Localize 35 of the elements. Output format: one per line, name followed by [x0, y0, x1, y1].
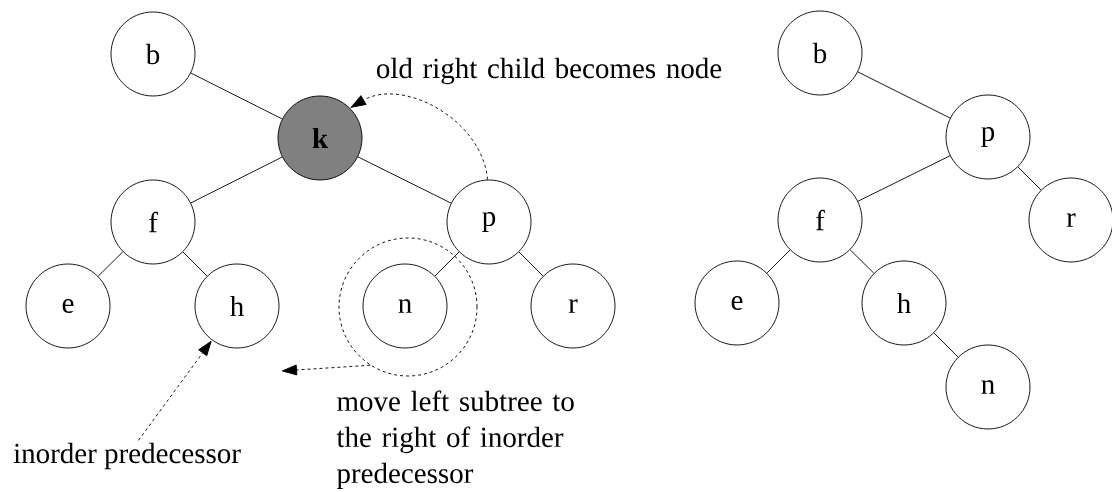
tree-node: f: [777, 177, 863, 263]
tree-edge: [1017, 166, 1042, 191]
tree-edge: [190, 72, 283, 120]
arrow: [281, 364, 371, 376]
tree-edge: [933, 332, 959, 358]
tree-edge: [182, 251, 208, 277]
arrow: [138, 340, 212, 441]
annotation-text: move left subtree to the right of inorder predecessor: [336, 390, 574, 490]
tree-node: h: [861, 260, 947, 346]
tree-edge: [97, 251, 124, 277]
tree-edge: [357, 156, 452, 204]
tree-node: h: [194, 263, 280, 349]
tree-node: e: [25, 263, 111, 349]
tree-edge: [434, 251, 460, 277]
tree-edge: [518, 251, 544, 277]
tree-edge: [766, 249, 791, 274]
tree-edge: [849, 249, 875, 274]
tree-node: r: [530, 263, 616, 349]
tree-edge: [190, 156, 283, 204]
tree-node: p: [945, 94, 1031, 180]
annotation-text: old right child becomes node: [376, 57, 722, 85]
subtree-outline: [338, 237, 478, 377]
annotation-text: inorder predecessor: [13, 442, 241, 470]
tree-edge: [857, 71, 951, 119]
tree-node: n: [362, 263, 448, 349]
tree-node: b: [777, 10, 863, 96]
tree-node: r: [1028, 177, 1112, 263]
tree-node: e: [694, 260, 780, 346]
tree-node: n: [945, 344, 1031, 430]
tree-node: b: [110, 11, 196, 97]
tree-edge: [857, 155, 951, 202]
tree-node: f: [110, 179, 196, 265]
tree-node: p: [446, 179, 532, 265]
arrow: [350, 93, 488, 180]
tree-node: k: [277, 95, 363, 181]
